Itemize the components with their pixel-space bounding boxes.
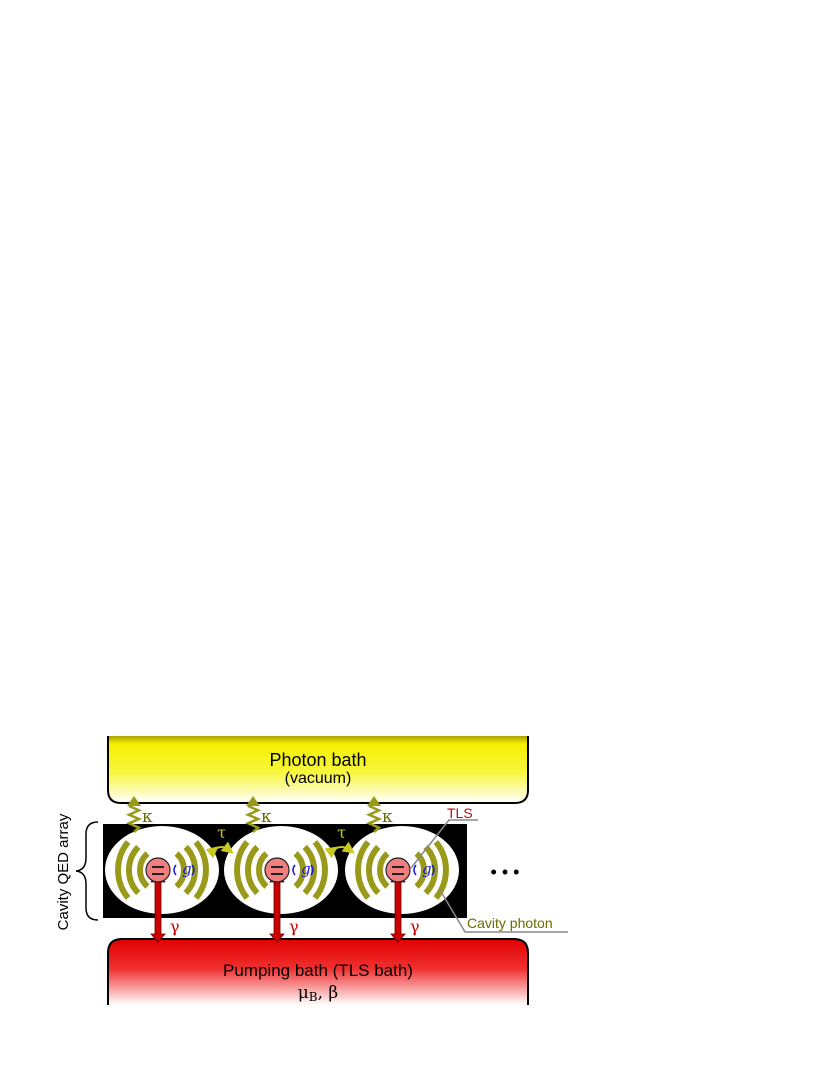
gamma-label: γ xyxy=(289,917,299,936)
coupling-g-label: g xyxy=(182,860,192,878)
cavity-unit: g γ κ xyxy=(105,796,219,943)
left-mirror-arc xyxy=(234,840,250,900)
coupling-left-bracket xyxy=(173,864,177,876)
right-mirror-arc xyxy=(302,844,317,896)
kappa-label: κ xyxy=(261,807,272,827)
cavity-photon-label: Cavity photon xyxy=(467,915,553,931)
tls-label: TLS xyxy=(447,805,473,821)
left-mirror-arc xyxy=(126,844,141,896)
left-mirror-arc xyxy=(115,840,131,900)
tls-atom xyxy=(385,857,411,883)
left-mirror-arc xyxy=(256,851,269,889)
mu-subscript: B xyxy=(309,990,318,1004)
kappa-arrow-head xyxy=(367,796,381,806)
array-brace xyxy=(75,821,99,921)
kappa-wavy-line xyxy=(125,804,143,833)
array-label: Cavity QED array xyxy=(55,813,72,930)
coupling-right-bracket xyxy=(431,864,435,876)
kappa-arrow-head xyxy=(246,796,260,806)
gamma-arrow-shaft xyxy=(269,873,285,943)
left-mirror-arc xyxy=(137,851,150,889)
tau-label: τ xyxy=(217,823,226,842)
gamma-label: γ xyxy=(410,917,420,936)
pumping-bath: Pumping bath (TLS bath) μB, β xyxy=(107,938,529,1005)
photon-bath: Photon bath (vacuum) xyxy=(107,736,529,804)
right-mirror-arc xyxy=(312,840,328,900)
gamma-label: γ xyxy=(170,917,180,936)
coupling-g-label: g xyxy=(301,860,311,878)
kappa-label: κ xyxy=(382,807,393,827)
ellipsis-dots: • • • xyxy=(491,862,520,882)
coupling-right-bracket xyxy=(191,864,195,876)
kappa-wavy-line xyxy=(365,804,383,833)
right-mirror-arc xyxy=(293,851,306,889)
tau-arrow xyxy=(324,841,355,859)
kappa-arrow-head xyxy=(127,796,141,806)
coupling-right-bracket xyxy=(310,864,314,876)
tau-hopping: τ xyxy=(324,823,355,859)
tau-label: τ xyxy=(337,823,346,842)
mu-symbol: μ xyxy=(298,983,309,1003)
cavity-photon-callout: Cavity photon xyxy=(439,889,568,933)
coupling-left-bracket xyxy=(292,864,296,876)
cavities: g γ κ g γ κ g γ κ τ τ xyxy=(105,796,459,943)
tls-callout: TLS xyxy=(410,805,478,869)
coupling-g-label: g xyxy=(422,860,432,878)
pumping-bath-title: Pumping bath (TLS bath) xyxy=(223,961,413,980)
kappa-wavy-line xyxy=(244,804,262,833)
right-mirror-arc xyxy=(174,851,187,889)
left-mirror-arc xyxy=(245,844,260,896)
photon-bath-subtitle: (vacuum) xyxy=(285,770,352,787)
right-mirror-arc xyxy=(423,844,438,896)
right-mirror-arc xyxy=(414,851,427,889)
tls-atom xyxy=(264,857,290,883)
pumping-bath-params: μB, β xyxy=(298,983,339,1004)
tls-atom xyxy=(145,857,171,883)
tau-hopping: τ xyxy=(205,823,234,859)
beta-symbol: , β xyxy=(318,983,339,1003)
gamma-arrow-shaft xyxy=(390,873,406,943)
gamma-arrow-shaft xyxy=(150,873,166,943)
right-mirror-arc xyxy=(183,844,198,896)
left-mirror-arc xyxy=(355,840,371,900)
left-mirror-arc xyxy=(377,851,390,889)
cavity-unit: g γ κ xyxy=(345,796,459,943)
right-mirror-arc xyxy=(433,840,449,900)
kappa-label: κ xyxy=(142,807,153,827)
tau-arrow xyxy=(205,841,234,859)
right-mirror-arc xyxy=(193,840,209,900)
cavity-unit: g γ κ xyxy=(224,796,338,943)
left-mirror-arc xyxy=(366,844,381,896)
photon-bath-title: Photon bath xyxy=(269,750,366,770)
coupling-left-bracket xyxy=(413,864,417,876)
